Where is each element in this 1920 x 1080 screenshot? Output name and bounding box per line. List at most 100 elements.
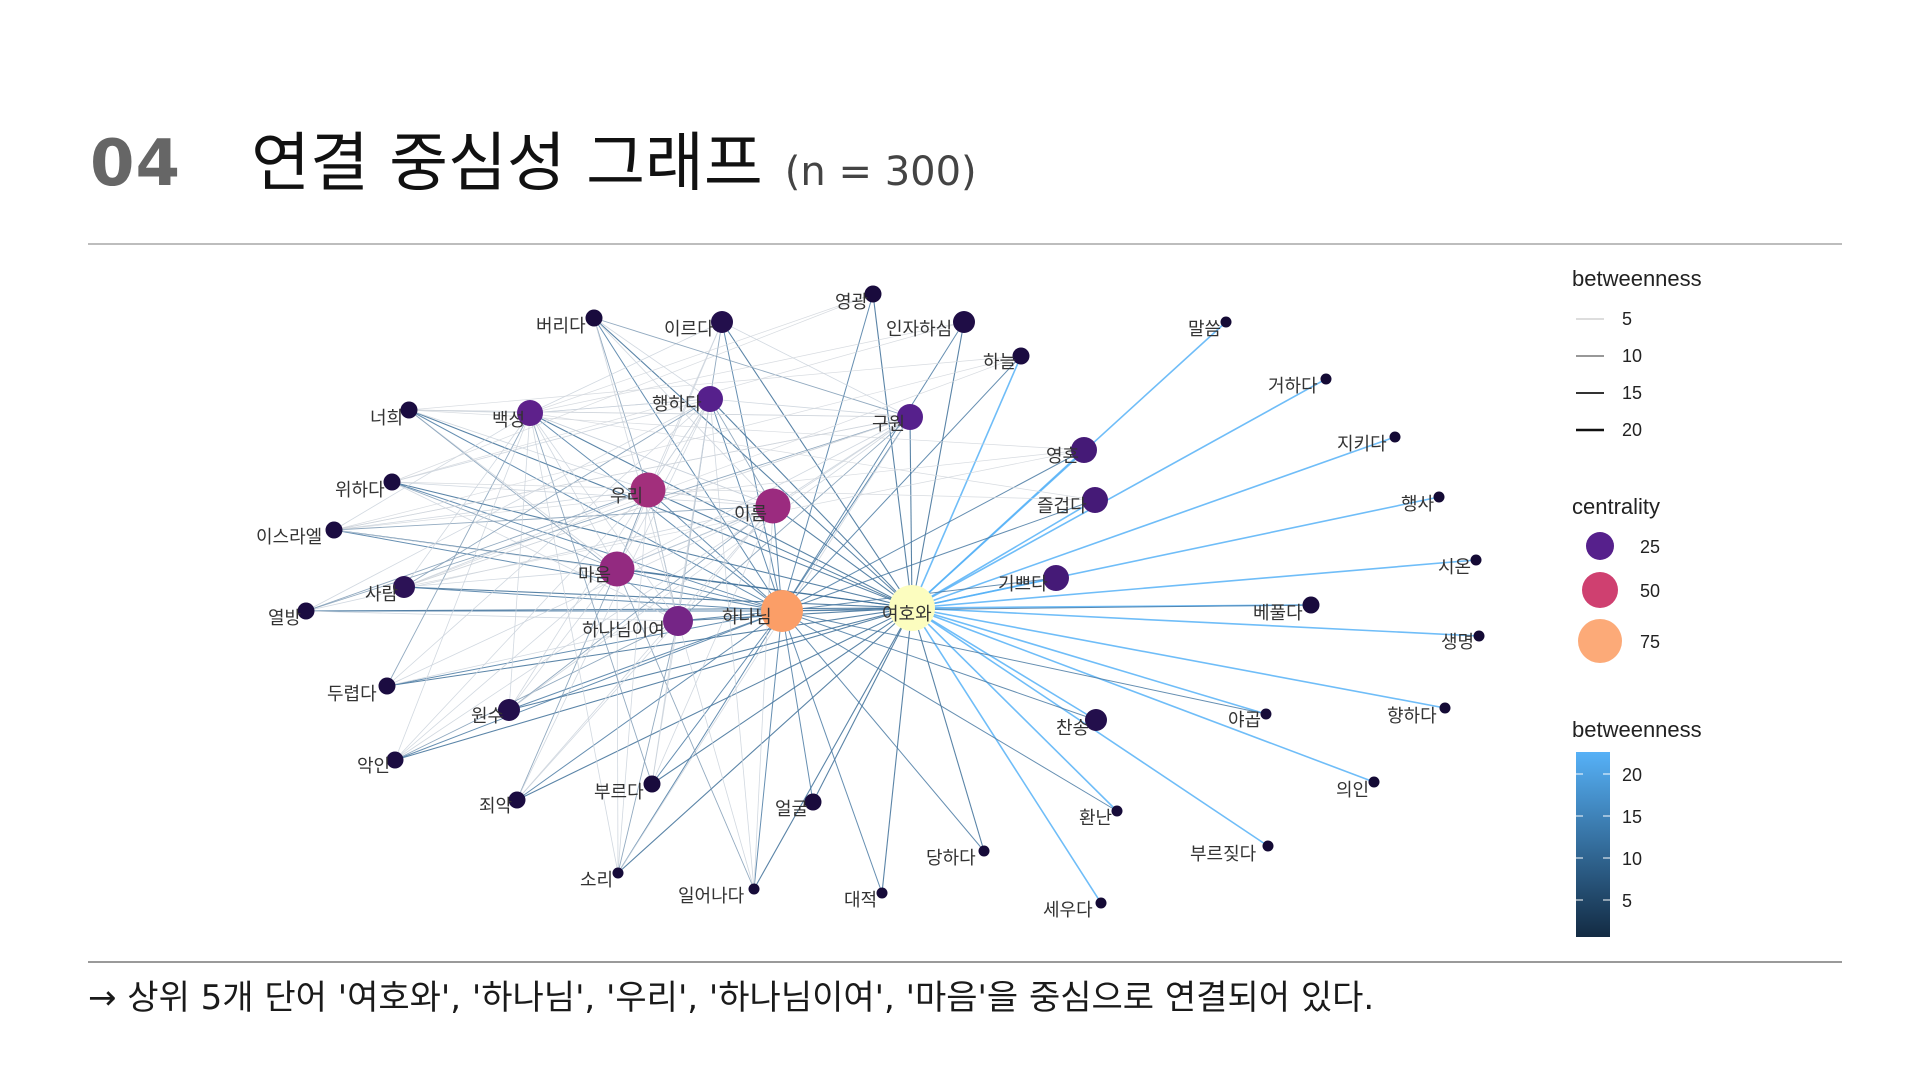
graph-edge: [647, 489, 913, 609]
graph-edge: [394, 416, 911, 761]
legend-edge-color-title: betweenness: [1572, 717, 1702, 742]
graph-edge: [333, 355, 1022, 531]
legend-width-label: 5: [1622, 309, 1632, 329]
node-label: 백성: [492, 410, 525, 431]
graph-edge: [529, 321, 965, 414]
graph-edge: [709, 398, 755, 890]
node-label: 하나님: [722, 607, 772, 628]
bottom-divider: [88, 961, 1842, 963]
graph-edge: [651, 610, 783, 785]
graph-edge: [305, 610, 679, 622]
graph-node: [711, 311, 733, 333]
graph-node: [876, 887, 888, 899]
node-label: 세우다: [1043, 900, 1093, 921]
graph-node: [325, 521, 343, 539]
node-label: 얼굴: [775, 799, 808, 820]
legend-centrality-title: centrality: [1572, 494, 1660, 519]
graph-edge: [529, 412, 1096, 501]
graph-edge: [408, 409, 911, 418]
graph-node: [953, 311, 975, 333]
graph-edge: [394, 610, 783, 761]
graph-edge: [516, 620, 679, 801]
graph-edge: [911, 321, 1227, 609]
graph-edge: [617, 489, 649, 874]
graph-edge: [617, 607, 913, 874]
node-label: 원수: [471, 706, 504, 727]
graph-edge: [305, 398, 711, 612]
graph-edge: [677, 505, 774, 622]
graph-edge: [403, 449, 1085, 588]
graph-edge: [408, 409, 618, 570]
graph-edge: [529, 321, 723, 414]
graph-edge: [593, 317, 913, 609]
graph-node: [599, 551, 635, 587]
graph-edge: [516, 505, 774, 801]
graph-edge: [753, 607, 913, 890]
graph-edge: [911, 321, 965, 609]
graph-edge: [333, 529, 618, 570]
graph-edge: [391, 481, 913, 609]
graph-node: [697, 386, 723, 412]
slide-title: 연결 중심성 그래프: [251, 127, 763, 201]
node-label: 이름: [734, 504, 767, 525]
graph-node: [1473, 630, 1485, 642]
legend-centrality-dot: [1578, 619, 1622, 663]
graph-edge: [386, 398, 711, 687]
graph-edge: [391, 321, 965, 483]
graph-edge: [911, 607, 1097, 721]
graph-edge: [616, 568, 755, 890]
node-label: 이르다: [664, 319, 714, 340]
graph-edge: [408, 409, 913, 609]
graph-node: [1470, 554, 1482, 566]
graph-edge: [677, 416, 911, 622]
graph-edge: [709, 398, 774, 507]
graph-edge: [394, 489, 649, 761]
node-label: 즐겁다: [1037, 496, 1087, 517]
graph-edge: [391, 398, 711, 483]
graph-edge: [386, 620, 679, 687]
graph-node: [897, 404, 923, 430]
graph-node: [1439, 702, 1451, 714]
graph-node: [585, 309, 603, 327]
graph-edge: [386, 412, 531, 687]
node-label: 이스라엘: [256, 527, 322, 548]
graph-edge: [616, 505, 774, 570]
node-label: 악인: [357, 756, 390, 777]
graph-node: [297, 602, 315, 620]
graph-node: [498, 699, 520, 721]
legend-color-tick: 15: [1622, 807, 1642, 827]
graph-node: [400, 401, 418, 419]
node-label: 부르짖다: [1190, 844, 1257, 865]
caption: → 상위 5개 단어 '여호와', '하나님', '우리', '하나님이여', …: [88, 978, 1375, 1018]
graph-node: [1012, 347, 1030, 365]
edge-layer: [305, 293, 1480, 904]
graph-edge: [593, 317, 679, 622]
graph-edge: [709, 398, 783, 612]
graph-node: [630, 472, 666, 508]
graph-edge: [781, 604, 1312, 612]
graph-edge: [772, 416, 911, 507]
graph-edge: [386, 607, 913, 687]
node-label: 향하다: [1387, 706, 1437, 727]
graph-edge: [617, 620, 679, 874]
node-label: 야곱: [1228, 710, 1261, 731]
graph-edge: [617, 416, 911, 874]
graph-edge: [781, 610, 1118, 812]
graph-edge: [408, 409, 649, 491]
graph-edge: [781, 293, 874, 612]
graph-edge: [394, 568, 618, 761]
graph-edge: [781, 416, 911, 612]
node-label: 소리: [580, 870, 613, 891]
legend-width-label: 15: [1622, 383, 1642, 403]
graph-edge: [516, 610, 783, 801]
graph-edge: [386, 505, 774, 687]
graph-node: [1433, 491, 1445, 503]
graph-edge: [781, 499, 1096, 612]
graph-node: [393, 576, 415, 598]
graph-edge: [651, 505, 774, 785]
legend-color-tick: 10: [1622, 849, 1642, 869]
sample-size: (n = 300): [784, 149, 977, 195]
node-layer: [297, 285, 1485, 909]
graph-edge: [721, 321, 911, 418]
graph-edge: [753, 610, 783, 890]
